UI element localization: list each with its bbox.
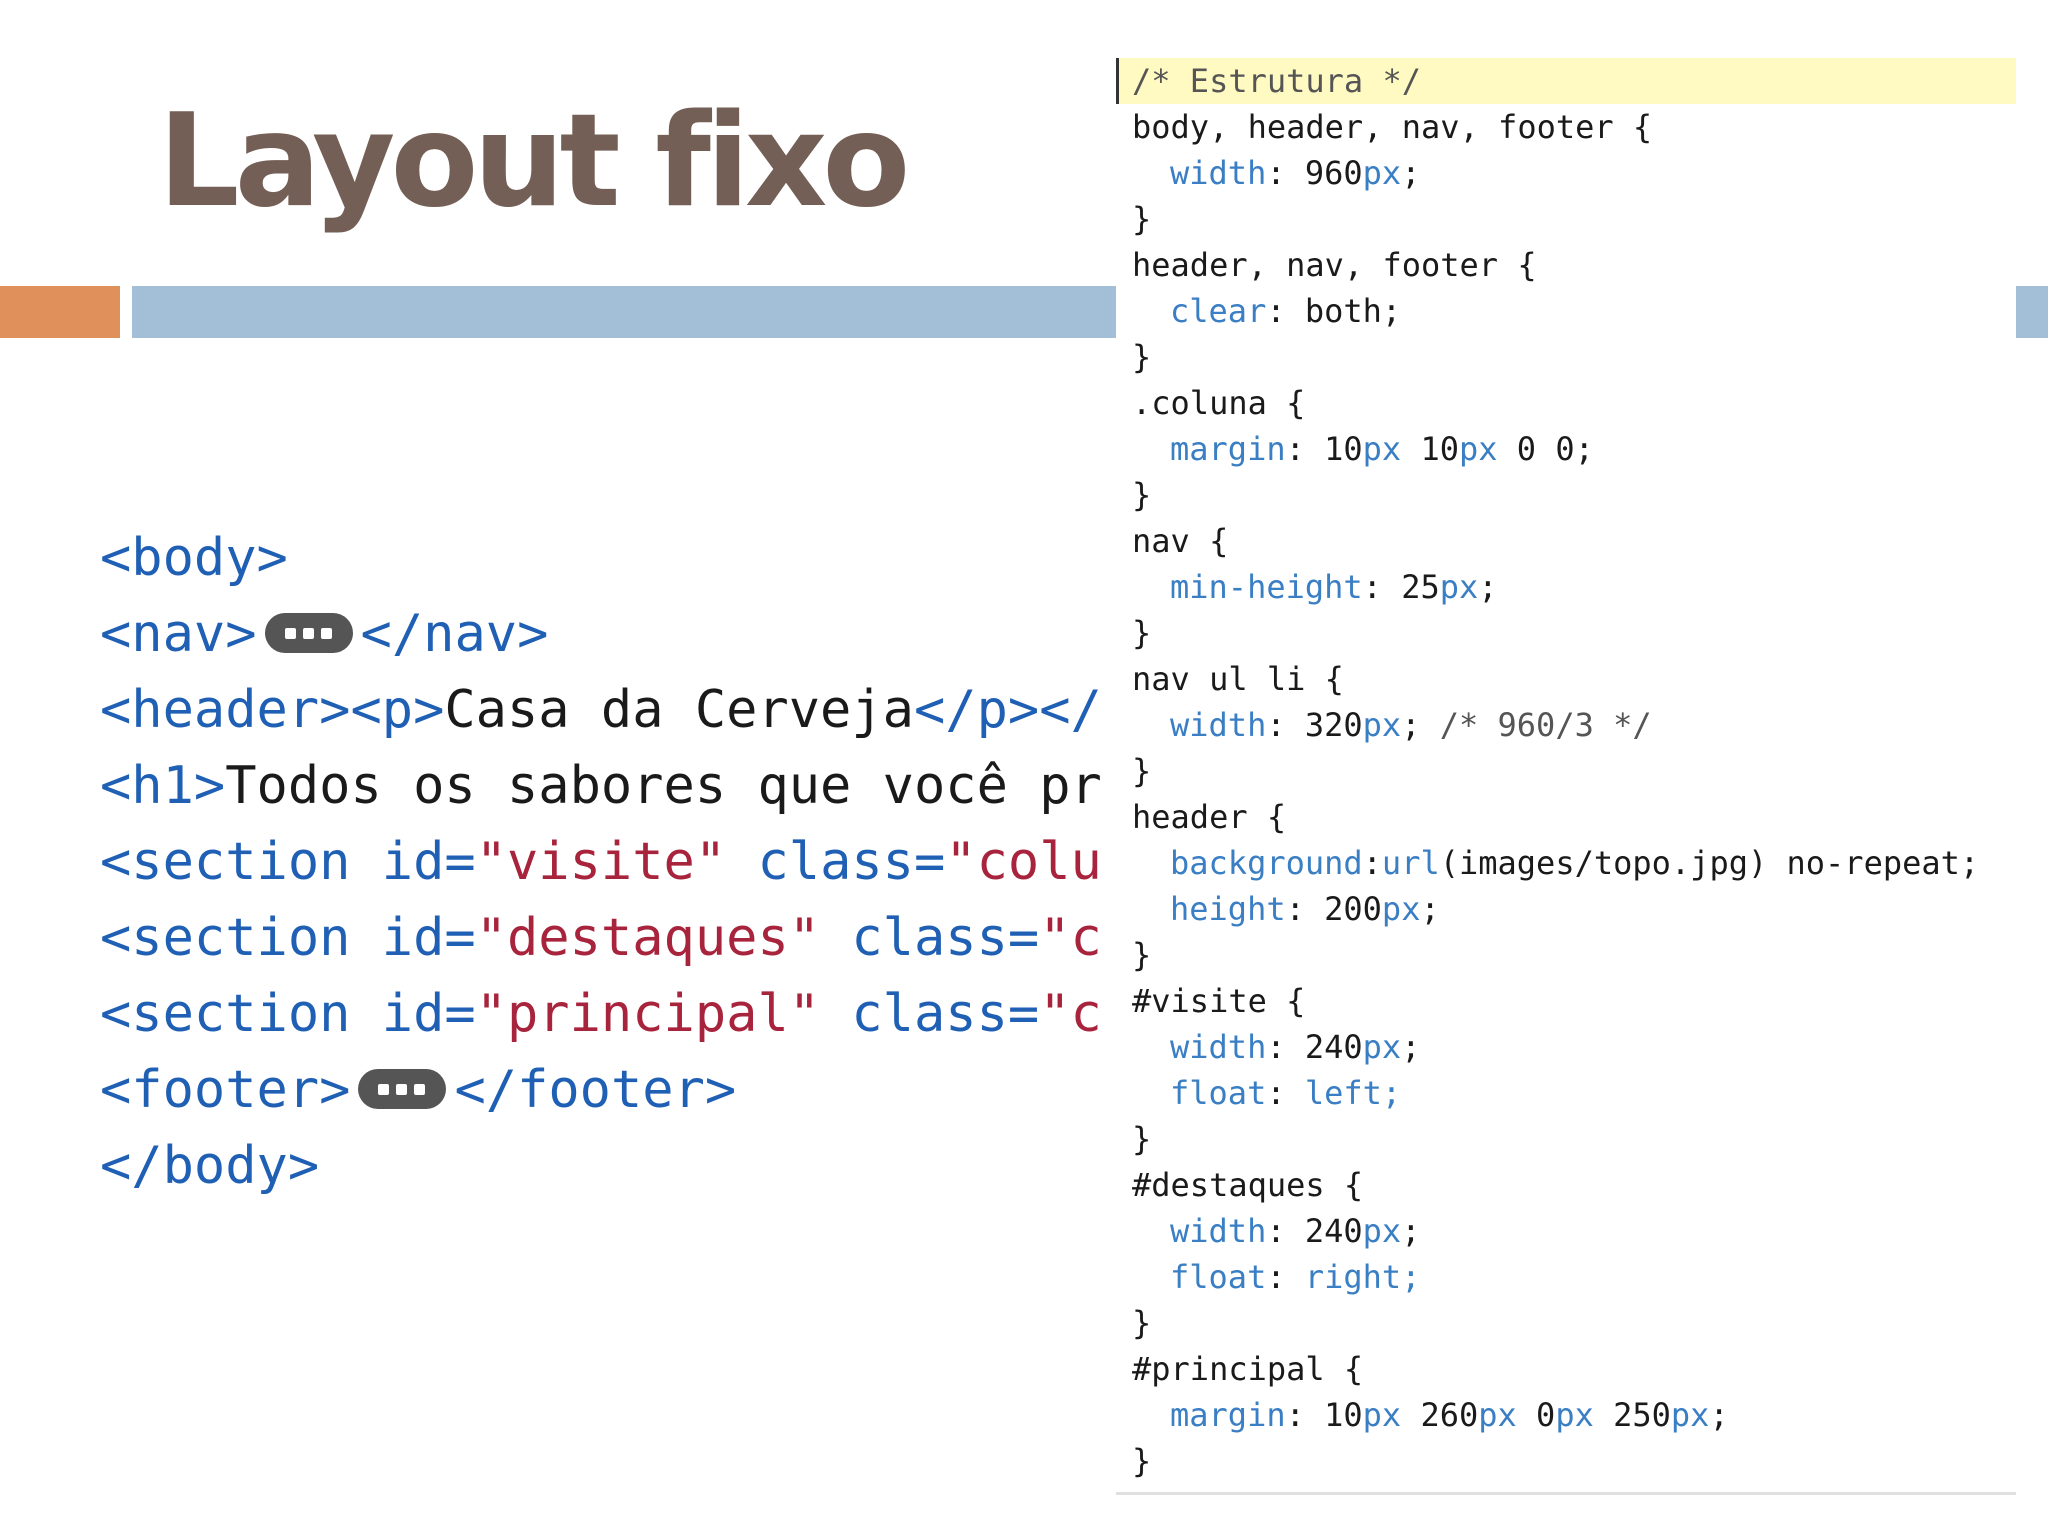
css-line-close: } [1132,752,1152,790]
html-code-pane: <body> <nav></nav> <header><p>Casa da Ce… [100,498,1118,1258]
css-line-selector: #principal { [1132,1350,1364,1388]
html-line-section-destaques: <section id="destaques" class="c [100,908,1102,968]
collapsed-code-icon[interactable] [358,1069,447,1109]
css-line-declaration: width: 240px; [1170,1028,1421,1066]
html-line-footer: <footer></footer> [100,1060,737,1120]
css-line-selector: .coluna { [1132,384,1306,422]
css-line-selector: #visite { [1132,982,1306,1020]
css-line-comment[interactable]: /* Estrutura */ [1116,58,2016,104]
css-line-selector: header, nav, footer { [1132,246,1537,284]
html-line-section-visite: <section id="visite" class="colu [100,832,1102,892]
html-line-nav: <nav></nav> [100,604,549,664]
css-line-close: } [1132,1304,1152,1342]
css-line-declaration: margin: 10px 260px 0px 250px; [1170,1396,1729,1434]
css-line-close: } [1132,476,1152,514]
css-line-declaration: margin: 10px 10px 0 0; [1170,430,1594,468]
css-pane-bottom-border [1116,1492,2016,1495]
css-line-declaration: min-height: 25px; [1170,568,1498,606]
css-line-close: } [1132,1120,1152,1158]
css-line-selector: header { [1132,798,1287,836]
css-line-declaration: height: 200px; [1170,890,1440,928]
html-line-body-open: <body> [100,528,288,588]
css-line-declaration: float: right; [1170,1258,1421,1296]
css-line-close: } [1132,614,1152,652]
html-line-body-close: </body> [100,1136,320,1196]
css-line-close: } [1132,200,1152,238]
css-line-selector: body, header, nav, footer { [1132,108,1653,146]
css-line-declaration: width: 320px; /* 960/3 */ [1170,706,1652,744]
css-line-close: } [1132,1442,1152,1480]
css-line-selector: nav ul li { [1132,660,1344,698]
html-line-section-principal: <section id="principal" class="c [100,984,1102,1044]
html-line-header: <header><p>Casa da Cerveja</p></ [100,680,1102,740]
collapsed-code-icon[interactable] [264,613,353,653]
accent-bar-orange [0,286,120,338]
slide-title: Layout fixo [158,87,910,236]
css-line-declaration: width: 960px; [1170,154,1421,192]
css-code-pane: /* Estrutura */ body, header, nav, foote… [1116,58,2016,1498]
css-line-close: } [1132,936,1152,974]
css-line-close: } [1132,338,1152,376]
css-line-declaration: float: left; [1170,1074,1402,1112]
css-line-selector: #destaques { [1132,1166,1364,1204]
css-line-declaration: background:url(images/topo.jpg) no-repea… [1170,844,1980,882]
css-line-declaration: width: 240px; [1170,1212,1421,1250]
css-line-declaration: clear: both; [1170,292,1402,330]
html-line-h1: <h1>Todos os sabores que você pr [100,756,1102,816]
css-line-selector: nav { [1132,522,1229,560]
